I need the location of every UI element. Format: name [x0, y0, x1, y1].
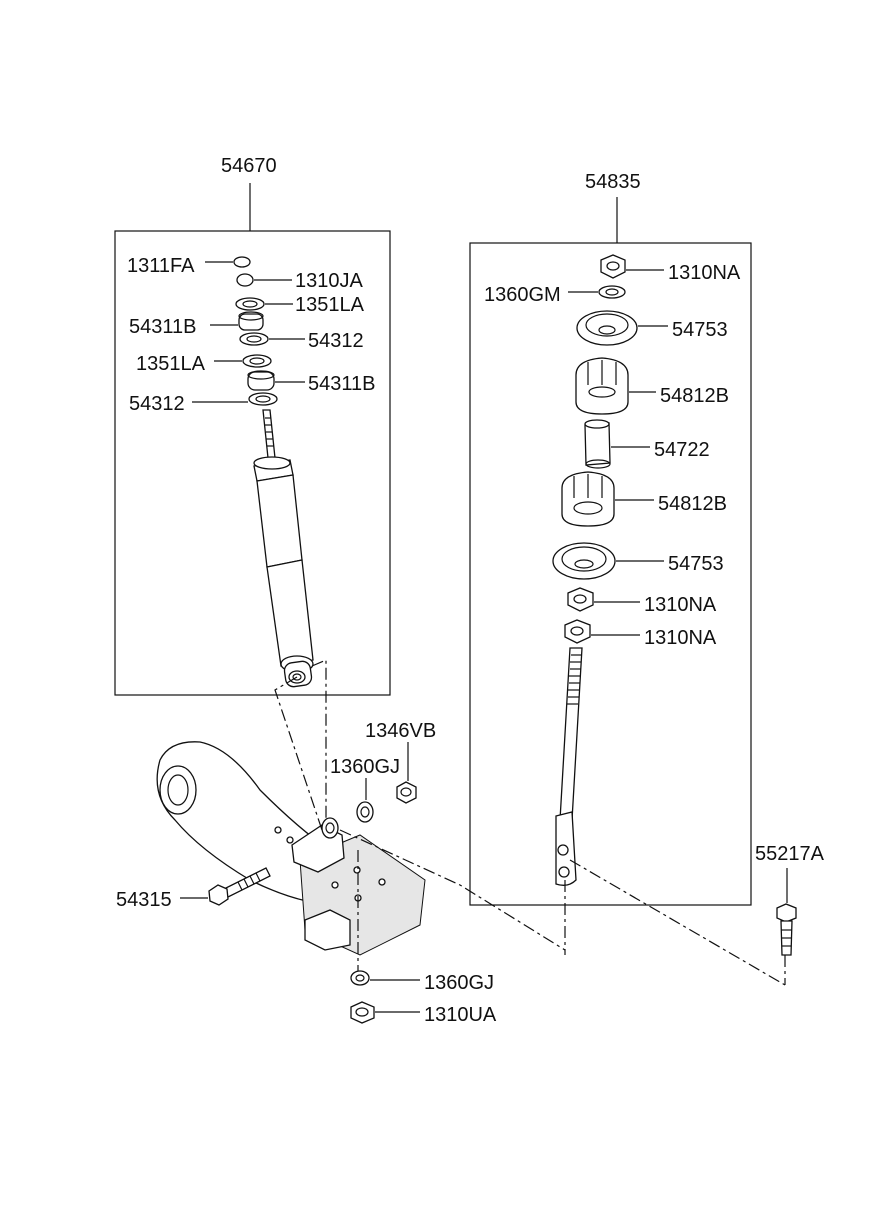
- label-54312-bottom[interactable]: 54312: [129, 393, 185, 415]
- label-1360GJ-bottom[interactable]: 1360GJ: [424, 972, 494, 994]
- label-1311FA[interactable]: 1311FA: [127, 255, 195, 277]
- assembly-box-54835: [469, 242, 752, 906]
- label-54753-bottom[interactable]: 54753: [668, 553, 724, 575]
- arm-eye-inner: [167, 774, 189, 806]
- label-1310NA-mid[interactable]: 1310NA: [644, 594, 717, 616]
- label-54812B-top[interactable]: 54812B: [660, 385, 729, 407]
- label-1310NA-top[interactable]: 1310NA: [668, 262, 741, 284]
- bushing-54311B-top-face: [238, 311, 264, 321]
- label-54812B-bottom[interactable]: 54812B: [658, 493, 727, 515]
- centerline-shock: [274, 676, 323, 831]
- sleeve-54722[interactable]: [584, 419, 611, 469]
- label-54311B-top[interactable]: 54311B: [129, 316, 196, 338]
- label-54312-top[interactable]: 54312: [308, 330, 364, 352]
- washer-1351LA-mid[interactable]: [242, 354, 272, 368]
- washer-1351LA-top[interactable]: [235, 297, 265, 311]
- label-54315[interactable]: 54315: [116, 889, 172, 911]
- assembly-54670: 54670 1311FA 1310JA 1351LA 54311B 54312 …: [114, 155, 391, 696]
- washer-1311FA[interactable]: [233, 256, 251, 268]
- label-54722[interactable]: 54722: [654, 439, 710, 461]
- washer-1360GM-hole: [605, 288, 619, 296]
- label-1310JA[interactable]: 1310JA: [295, 270, 363, 292]
- nut-1346VB[interactable]: [396, 781, 417, 804]
- retainer-54753-bottom[interactable]: [552, 542, 616, 580]
- bolt-55217A[interactable]: [776, 903, 797, 956]
- assembly-54835: 54835 1310NA 1360GM 54753 5481: [469, 171, 752, 906]
- bushing-54311B-mid-face: [247, 370, 275, 380]
- stabilizer-link-rod[interactable]: [555, 647, 583, 886]
- label-54670[interactable]: 54670: [221, 155, 277, 177]
- bolt-54315[interactable]: [208, 867, 271, 906]
- label-54753-top[interactable]: 54753: [672, 319, 728, 341]
- washer-54312-bottom-hole: [255, 395, 271, 403]
- washer-54312-top-hole: [246, 335, 262, 343]
- label-1360GM[interactable]: 1360GM: [484, 284, 561, 306]
- bushing-54812B-top[interactable]: [575, 357, 629, 415]
- label-54835[interactable]: 54835: [585, 171, 641, 193]
- label-54311B-mid[interactable]: 54311B: [308, 373, 375, 395]
- bracket-tab: [304, 909, 351, 951]
- bushing-54311B-mid[interactable]: [247, 371, 275, 391]
- bushing-54812B-bottom[interactable]: [561, 471, 615, 527]
- nut-1310NA-mid[interactable]: [567, 587, 594, 612]
- centerline-shock-2: [311, 659, 327, 820]
- label-1351LA-mid[interactable]: 1351LA: [136, 353, 206, 375]
- label-1351LA-top[interactable]: 1351LA: [295, 294, 365, 316]
- washer-54312-top[interactable]: [239, 332, 269, 346]
- label-1310UA[interactable]: 1310UA: [424, 1004, 497, 1026]
- label-55217A[interactable]: 55217A: [755, 843, 825, 865]
- label-1310NA-bottom[interactable]: 1310NA: [644, 627, 717, 649]
- assembly-box-54670: [114, 230, 391, 696]
- washer-1351LA-mid-hole: [249, 357, 265, 365]
- shock-absorber-54670[interactable]: [253, 409, 314, 688]
- washer-1360GJ-bottom[interactable]: [350, 970, 370, 986]
- bushing-54311B-top[interactable]: [238, 313, 264, 331]
- nut-1310UA[interactable]: [350, 1001, 375, 1024]
- label-1360GJ-top[interactable]: 1360GJ: [330, 756, 400, 778]
- nut-1310JA[interactable]: [236, 273, 254, 287]
- label-1346VB[interactable]: 1346VB: [365, 720, 436, 742]
- arm-eye: [159, 765, 197, 815]
- lower-arm-assembly: 1346VB 1360GJ 54315 55217A: [116, 659, 825, 1026]
- centerline-bolt: [569, 859, 786, 986]
- nut-1310NA-bottom[interactable]: [564, 619, 591, 644]
- shock-lower-mount[interactable]: [291, 817, 345, 873]
- washer-54312-bottom[interactable]: [248, 392, 278, 406]
- washer-1360GM[interactable]: [598, 285, 626, 299]
- retainer-54753-top[interactable]: [576, 310, 638, 346]
- washer-1360GJ-top[interactable]: [356, 801, 374, 823]
- nut-1310NA-top[interactable]: [600, 254, 626, 279]
- centerline-link: [339, 829, 566, 951]
- washer-1351LA-top-hole: [242, 300, 258, 308]
